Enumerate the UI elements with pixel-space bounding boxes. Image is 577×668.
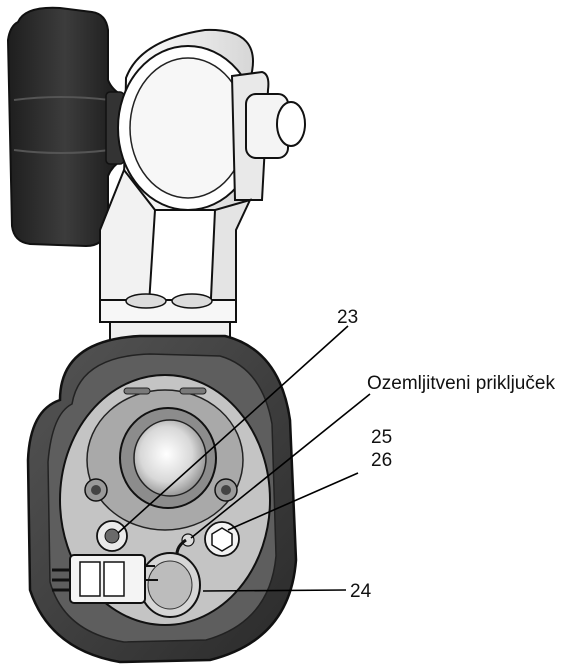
part-25-26-nut (204, 521, 240, 557)
callout-ground-label: Ozemljitveni priključek (367, 373, 555, 394)
upper-bracket (99, 28, 306, 351)
callout-24-label: 24 (350, 581, 372, 602)
leader-lines (117, 325, 371, 592)
electrical-connector (52, 554, 158, 604)
callout-23-label: 23 (337, 307, 358, 328)
part-24-cap (139, 552, 201, 618)
callout-26-label: 26 (371, 450, 392, 471)
part-23-bolt (96, 520, 128, 552)
knob (6, 6, 125, 248)
callout-25-label: 25 (371, 427, 392, 448)
